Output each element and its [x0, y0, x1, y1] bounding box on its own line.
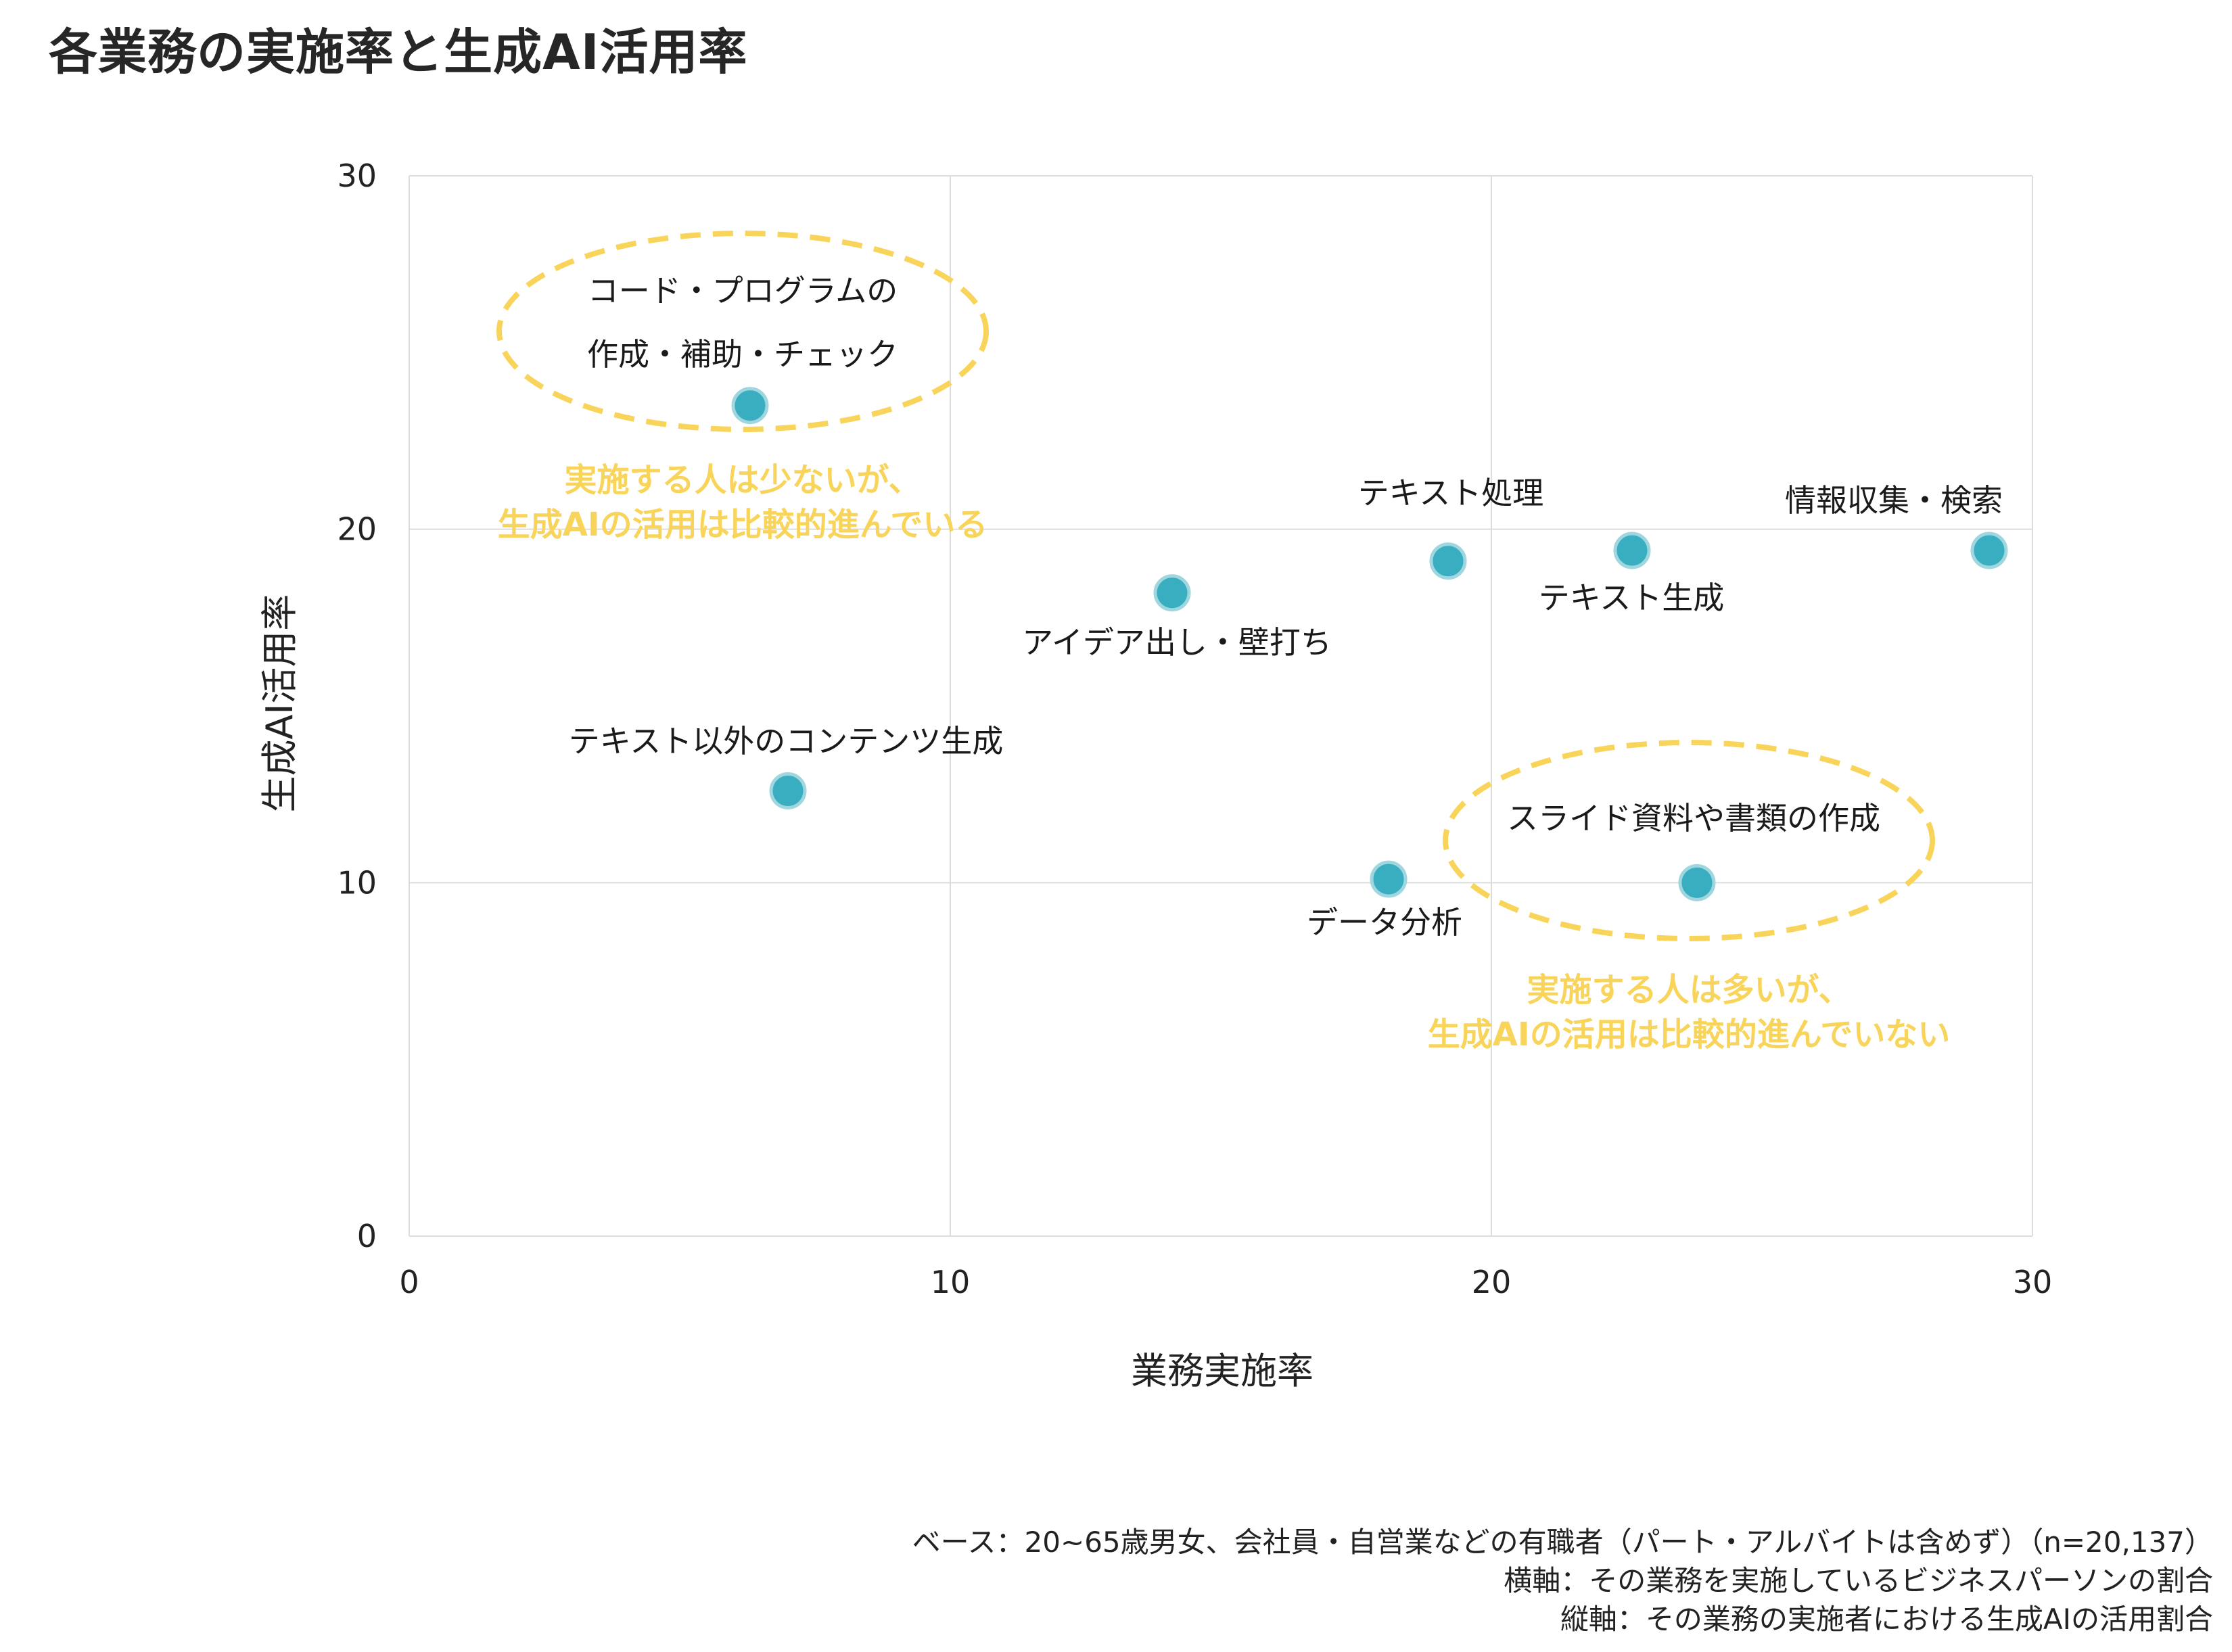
y-tick-label: 20: [337, 511, 377, 548]
axis-ticks: 0 10 20 30 0 10 20 30: [337, 158, 2052, 1300]
annotation-text: 実施する人は多いが、: [1527, 971, 1851, 1009]
x-axis-title: 業務実施率: [1131, 1350, 1313, 1392]
point-label: テキスト以外のコンテンツ生成: [569, 723, 1004, 759]
data-point: [1429, 542, 1467, 580]
highlight-ellipses: [496, 231, 1935, 941]
data-points: [731, 387, 2008, 901]
data-point: [769, 772, 807, 809]
data-point: [1153, 574, 1191, 612]
annotation-text: 生成AIの活用は比較的進んでいる: [498, 506, 988, 544]
point-label: テキスト生成: [1539, 580, 1725, 616]
footnote-base: ベース：20~65歳男女、会社員・自営業などの有職者（パート・アルバイトは含めず…: [912, 1526, 2213, 1559]
data-point: [1370, 860, 1408, 898]
footnote-x-axis: 横軸：その業務を実施しているビジネスパーソンの割合: [1504, 1564, 2213, 1597]
point-label: スライド資料や書類の作成: [1507, 800, 1880, 836]
point-label: 作成・補助・チェック: [587, 336, 898, 373]
point-label: データ分析: [1307, 904, 1462, 941]
page-title: 各業務の実施率と生成AI活用率: [49, 24, 748, 80]
footnotes: ベース：20~65歳男女、会社員・自営業などの有職者（パート・アルバイトは含めず…: [912, 1523, 2213, 1638]
point-label: アイデア出し・壁打ち: [1022, 624, 1332, 661]
annotations: 実施する人は少ないが、生成AIの活用は比較的進んでいる実施する人は多いが、生成A…: [498, 461, 1951, 1054]
y-axis-title: 生成AI活用率: [258, 594, 301, 813]
annotation-text: 実施する人は少ないが、: [564, 461, 921, 499]
x-tick-label: 30: [2013, 1264, 2053, 1300]
point-label: 情報収集・検索: [1785, 482, 2003, 519]
data-point: [1678, 864, 1716, 901]
y-tick-label: 10: [337, 864, 377, 901]
grid: [409, 175, 2033, 1237]
x-tick-label: 10: [931, 1264, 971, 1300]
highlight-ellipse: [1443, 740, 1935, 941]
x-tick-label: 20: [1472, 1264, 1512, 1300]
point-label: テキスト処理: [1358, 475, 1544, 511]
data-point: [731, 387, 769, 425]
x-tick-label: 0: [399, 1264, 419, 1300]
annotation-text: 生成AIの活用は比較的進んでいない: [1428, 1016, 1951, 1054]
data-point: [1613, 532, 1651, 569]
y-tick-label: 0: [357, 1218, 377, 1254]
footnote-y-axis: 縦軸：その業務の実施者における生成AIの活用割合: [1560, 1603, 2213, 1636]
highlight-ellipse: [496, 231, 989, 432]
y-tick-label: 30: [337, 158, 377, 194]
point-label: コード・プログラムの: [588, 273, 898, 309]
data-point: [1970, 532, 2008, 569]
